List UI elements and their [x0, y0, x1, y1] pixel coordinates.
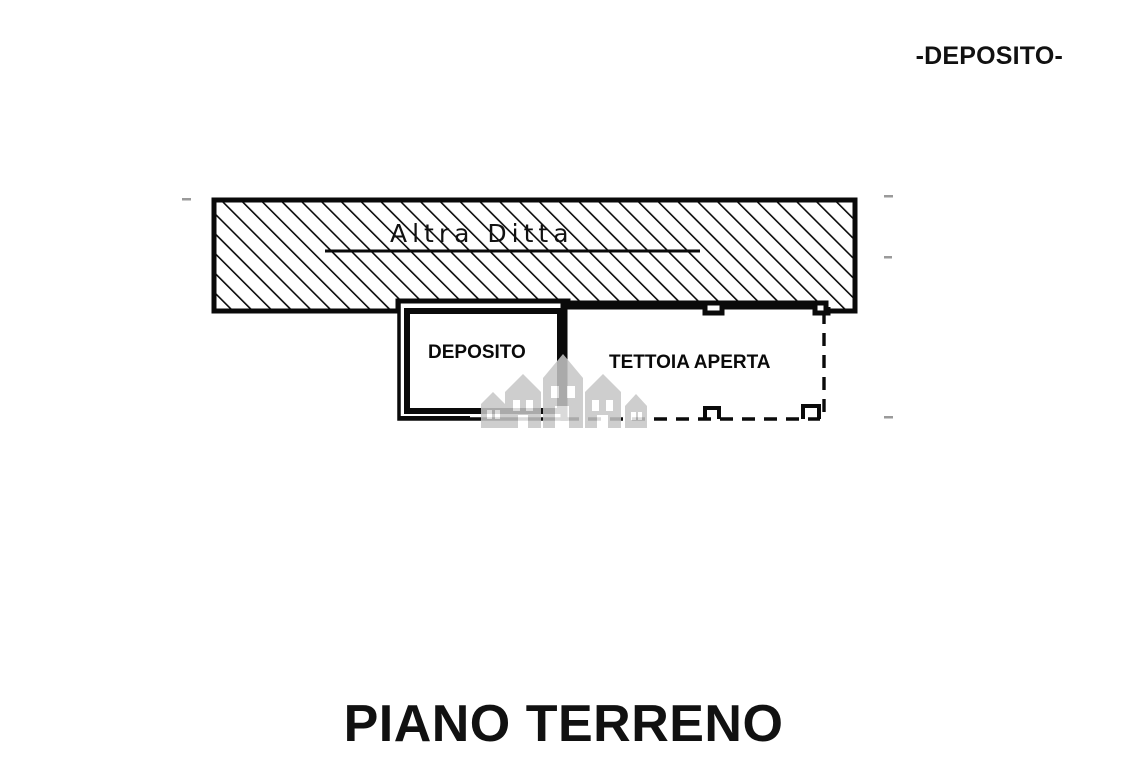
hatched-block-altra-ditta [211, 197, 858, 314]
handwritten-annotation-altra-ditta: Altra Ditta [390, 219, 574, 248]
registration-ticks [182, 195, 893, 419]
deposito-outer-boundary [397, 303, 568, 421]
tettoia-pillars [703, 404, 821, 419]
page-title: PIANO TERRENO [343, 695, 784, 753]
page-header-label: -DEPOSITO- [915, 42, 1063, 70]
deposito-room-walls [404, 308, 563, 414]
tettoia-open-boundary [566, 311, 826, 421]
tettoia-top-wall [564, 304, 831, 316]
